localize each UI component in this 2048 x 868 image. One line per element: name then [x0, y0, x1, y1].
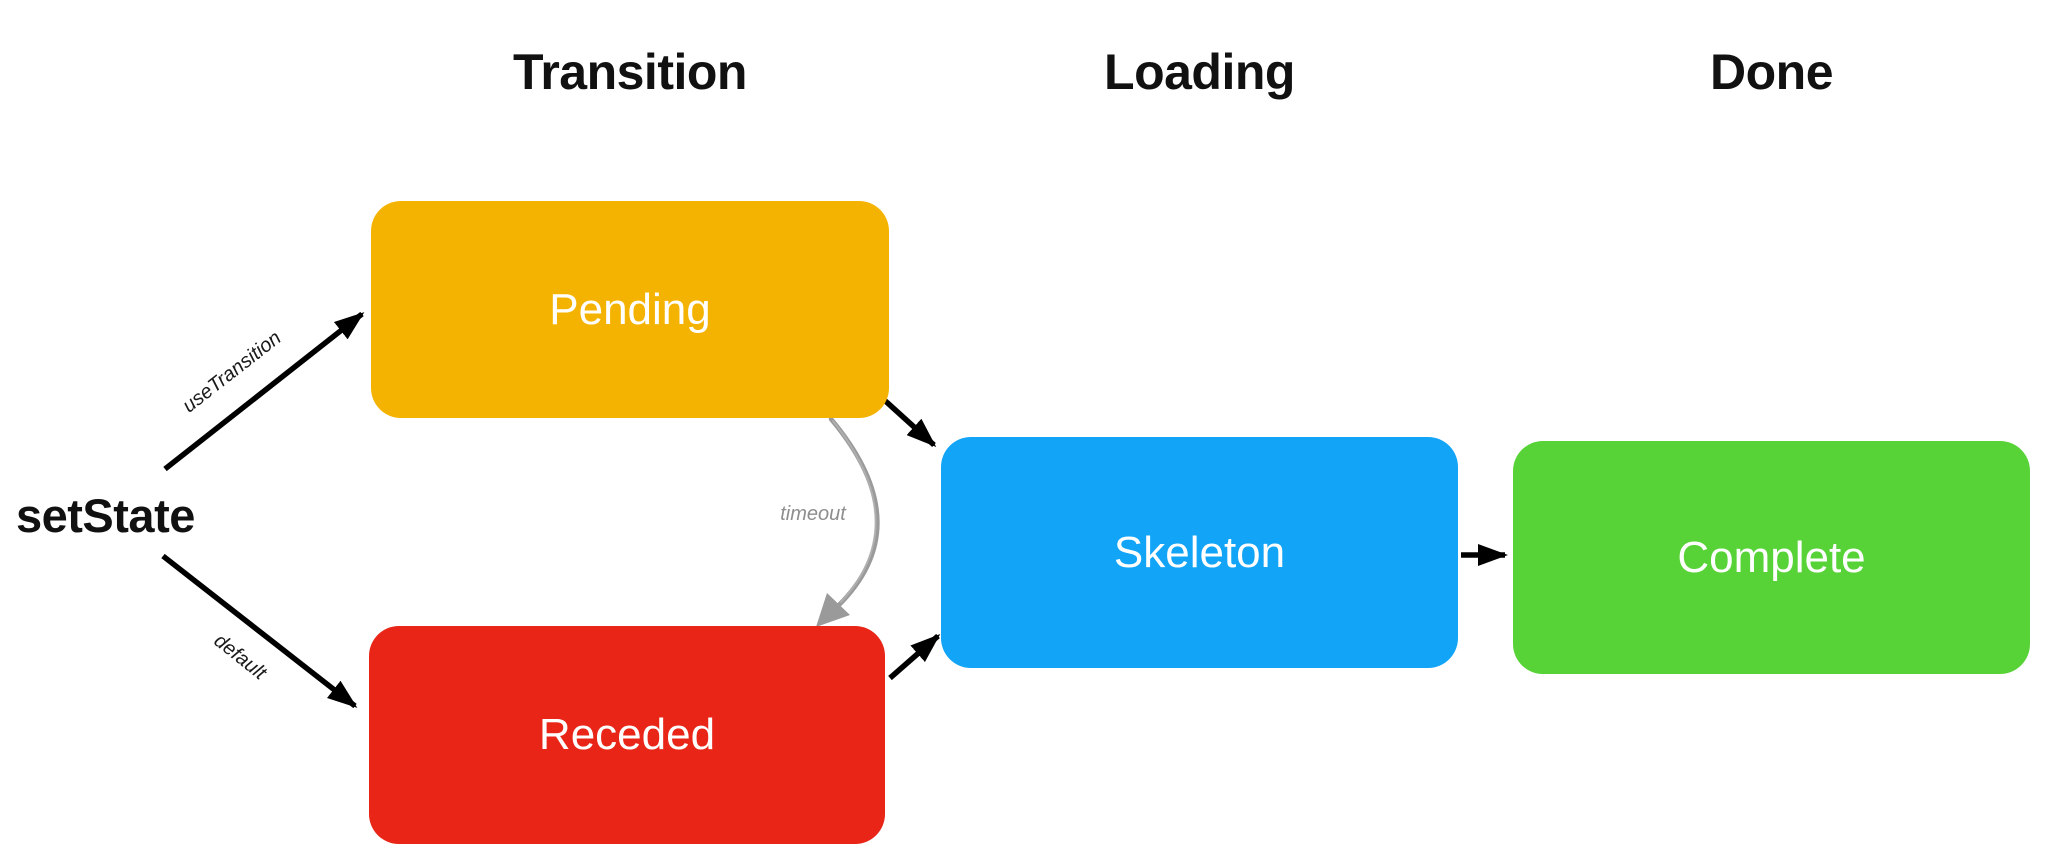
node-complete-label: Complete	[1677, 532, 1866, 582]
node-skeleton: Skeleton	[941, 437, 1458, 668]
edge-receded-to-skeleton	[888, 633, 941, 681]
timeout-arrowhead-icon	[816, 593, 850, 627]
timeout-curve-texture	[832, 420, 877, 603]
set-state-label: setState	[16, 489, 195, 542]
edge-label-timeout: timeout	[780, 503, 846, 525]
node-pending: Pending	[371, 201, 889, 418]
node-skeleton-label: Skeleton	[1113, 527, 1286, 577]
column-header-transition: Transition	[513, 44, 747, 100]
edge-setstate-to-pending	[163, 311, 365, 472]
edge-pending-to-skeleton	[879, 394, 937, 448]
node-complete: Complete	[1513, 441, 2030, 674]
node-receded-label: Receded	[538, 710, 716, 759]
column-header-loading: Loading	[1104, 44, 1295, 100]
node-receded: Receded	[369, 626, 885, 844]
column-header-done: Done	[1710, 44, 1834, 100]
edge-setstate-to-receded	[161, 553, 358, 709]
edge-timeout-curved	[816, 416, 880, 627]
node-pending-label: Pending	[549, 284, 711, 334]
